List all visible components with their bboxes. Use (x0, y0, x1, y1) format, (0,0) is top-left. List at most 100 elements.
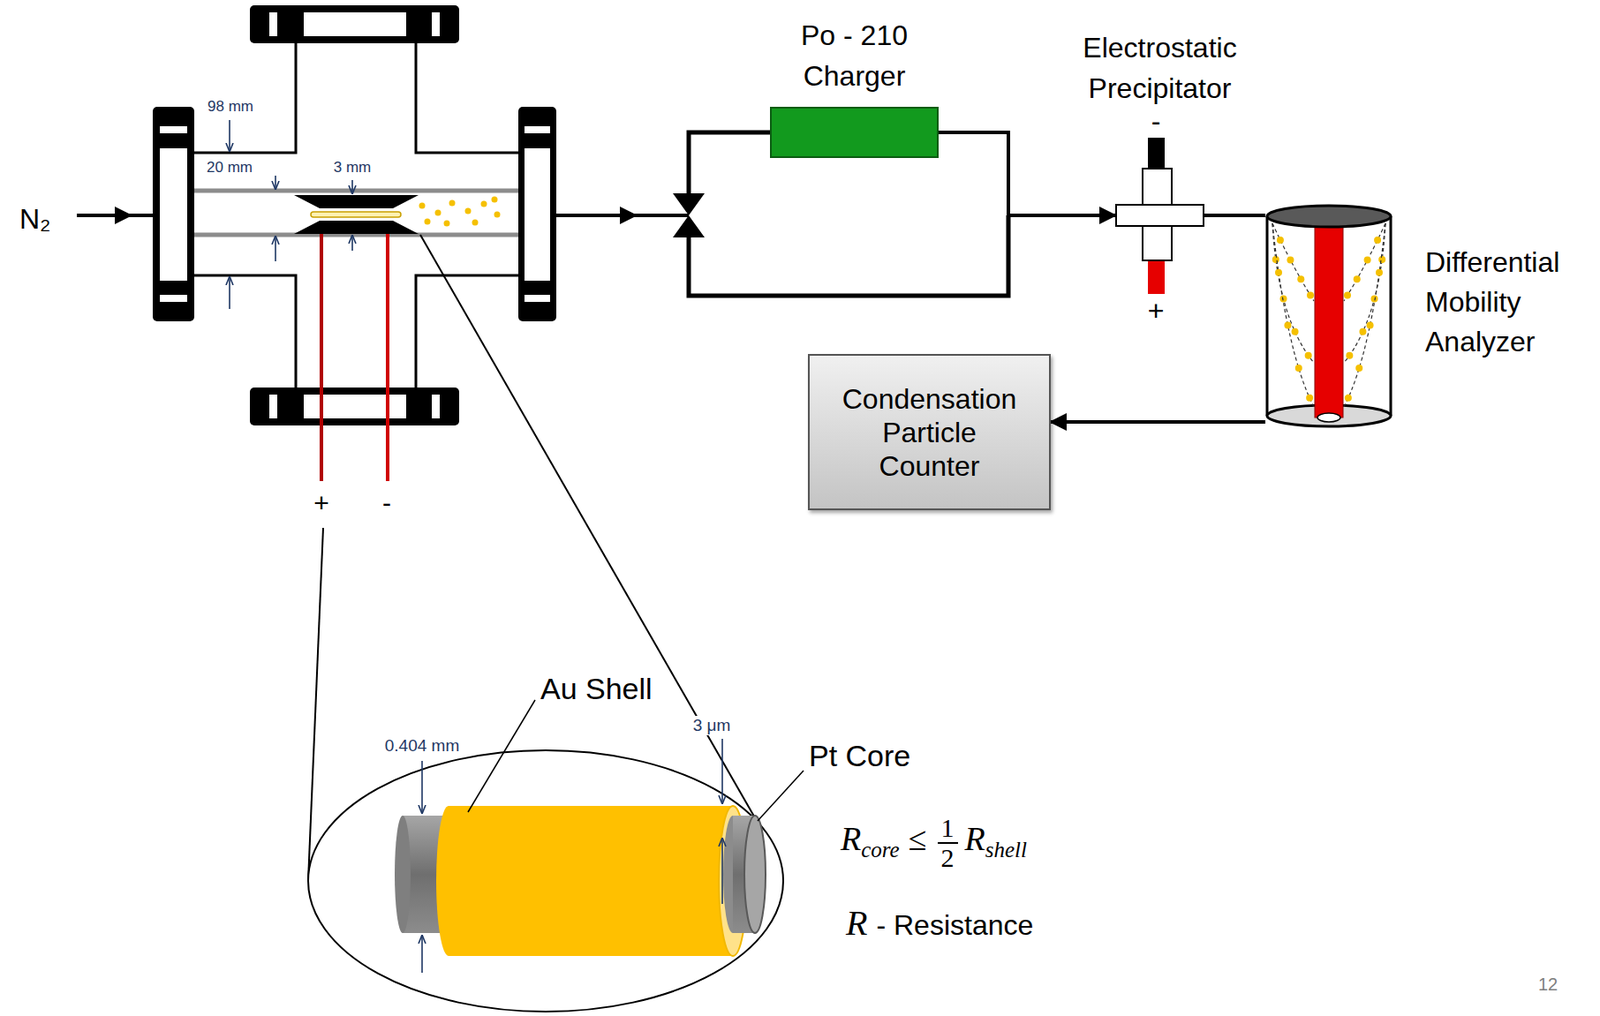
relation: ≤ (908, 820, 928, 858)
inlet-arrow (76, 213, 124, 218)
zoom-line (308, 528, 324, 882)
fraction: 12 (937, 814, 959, 872)
particle (1345, 352, 1353, 360)
particle (435, 210, 442, 217)
inlet-pipe (123, 213, 153, 218)
particle (1283, 321, 1291, 329)
flange-slot (431, 394, 440, 419)
left-flange (152, 106, 195, 322)
positive-electrode (1147, 261, 1165, 295)
flange-slot (159, 294, 188, 302)
dimension: 3 μm (690, 716, 734, 736)
dimension-arrow (421, 761, 423, 814)
dimension: 20 mm (206, 158, 253, 177)
particle (481, 201, 488, 208)
au-shell (436, 806, 733, 957)
particle (1305, 352, 1313, 360)
part-name: Po - 210 Charger (766, 15, 944, 97)
top-flange (249, 5, 460, 44)
particles (419, 196, 501, 227)
center-rod (1314, 223, 1344, 418)
core-shell-wire (310, 211, 401, 218)
chamber-outline (194, 43, 519, 388)
particle (1279, 294, 1287, 302)
page-number: 12 (1538, 974, 1558, 996)
dimension: 0.404 mm (384, 736, 460, 756)
power-lead (385, 233, 390, 482)
right-flange (518, 106, 557, 322)
box-label: Condensation Particle Counter (834, 382, 1025, 484)
zoom-line (420, 234, 757, 822)
flange-slot (269, 12, 278, 37)
particle-trajectory (1272, 223, 1314, 302)
particle (1343, 292, 1351, 300)
particle (1295, 364, 1303, 372)
outlet-pipe (628, 213, 689, 218)
particle (472, 219, 479, 227)
electrode (294, 195, 419, 209)
particle-trajectory (1343, 223, 1386, 408)
flange-slot (269, 394, 278, 419)
particle-counter-box: Condensation Particle Counter (807, 354, 1051, 511)
particle (465, 208, 472, 215)
polarity-sign: + (313, 488, 330, 520)
flange-window (303, 394, 407, 419)
part-name: Pt Core (808, 739, 911, 774)
core-shell-wire-detail (394, 806, 766, 957)
part-name: Au Shell (540, 671, 653, 707)
leader-line (467, 700, 536, 813)
particle (1355, 364, 1363, 372)
particle (1275, 269, 1283, 277)
flow-line (1204, 213, 1266, 218)
particle (1375, 269, 1383, 277)
polarity-sign: - (382, 488, 392, 520)
particle (1305, 394, 1314, 402)
particle (1344, 394, 1352, 402)
dimension-arrow (351, 180, 354, 194)
flange (249, 5, 460, 44)
dimension-arrow (274, 175, 277, 189)
cylinder-top (1267, 205, 1391, 227)
particle (1378, 256, 1386, 264)
power-lead (319, 233, 324, 482)
flange-slot (159, 126, 188, 134)
particle-trajectory (1272, 223, 1314, 408)
electrode (294, 220, 419, 234)
part-name: Differential Mobility Analyzer (1425, 242, 1592, 363)
dimension-arrow (228, 120, 231, 151)
particle (424, 218, 431, 226)
particle-trajectory (1343, 223, 1386, 302)
part-name: Electrostatic Precipitator (1054, 27, 1267, 109)
dimension-arrow (721, 739, 724, 804)
polarity-sign: - (1151, 105, 1162, 138)
flow-line (1050, 420, 1266, 424)
pt-core-end (744, 815, 766, 934)
flange (518, 106, 557, 322)
flange-window (159, 148, 188, 281)
dimension-arrow (228, 277, 231, 310)
particle (1366, 321, 1374, 329)
polarity-sign: + (1147, 294, 1165, 328)
particle (1373, 236, 1382, 244)
symbol-key: R- Resistance (845, 904, 1034, 944)
subscript: shell (985, 837, 1027, 862)
particle (1306, 292, 1314, 300)
dimension-arrow (721, 838, 724, 905)
particle (444, 220, 451, 227)
particle (1371, 294, 1379, 302)
numerator: 1 (937, 814, 959, 845)
flange-window (524, 148, 551, 281)
valve-symbol (672, 193, 705, 216)
subscript: core (860, 837, 900, 862)
particle (1358, 328, 1367, 336)
particle-trajectory (1272, 223, 1314, 363)
particle (449, 200, 456, 207)
flange-slot (524, 126, 551, 134)
charger-box: Po - 210 Charger (769, 106, 939, 159)
bottom-flange (249, 387, 460, 426)
particle (1353, 275, 1361, 283)
outlet-arrow (556, 213, 629, 218)
particle (1272, 256, 1280, 264)
gas-inlet: N₂ (19, 203, 52, 236)
particle (1291, 328, 1299, 336)
